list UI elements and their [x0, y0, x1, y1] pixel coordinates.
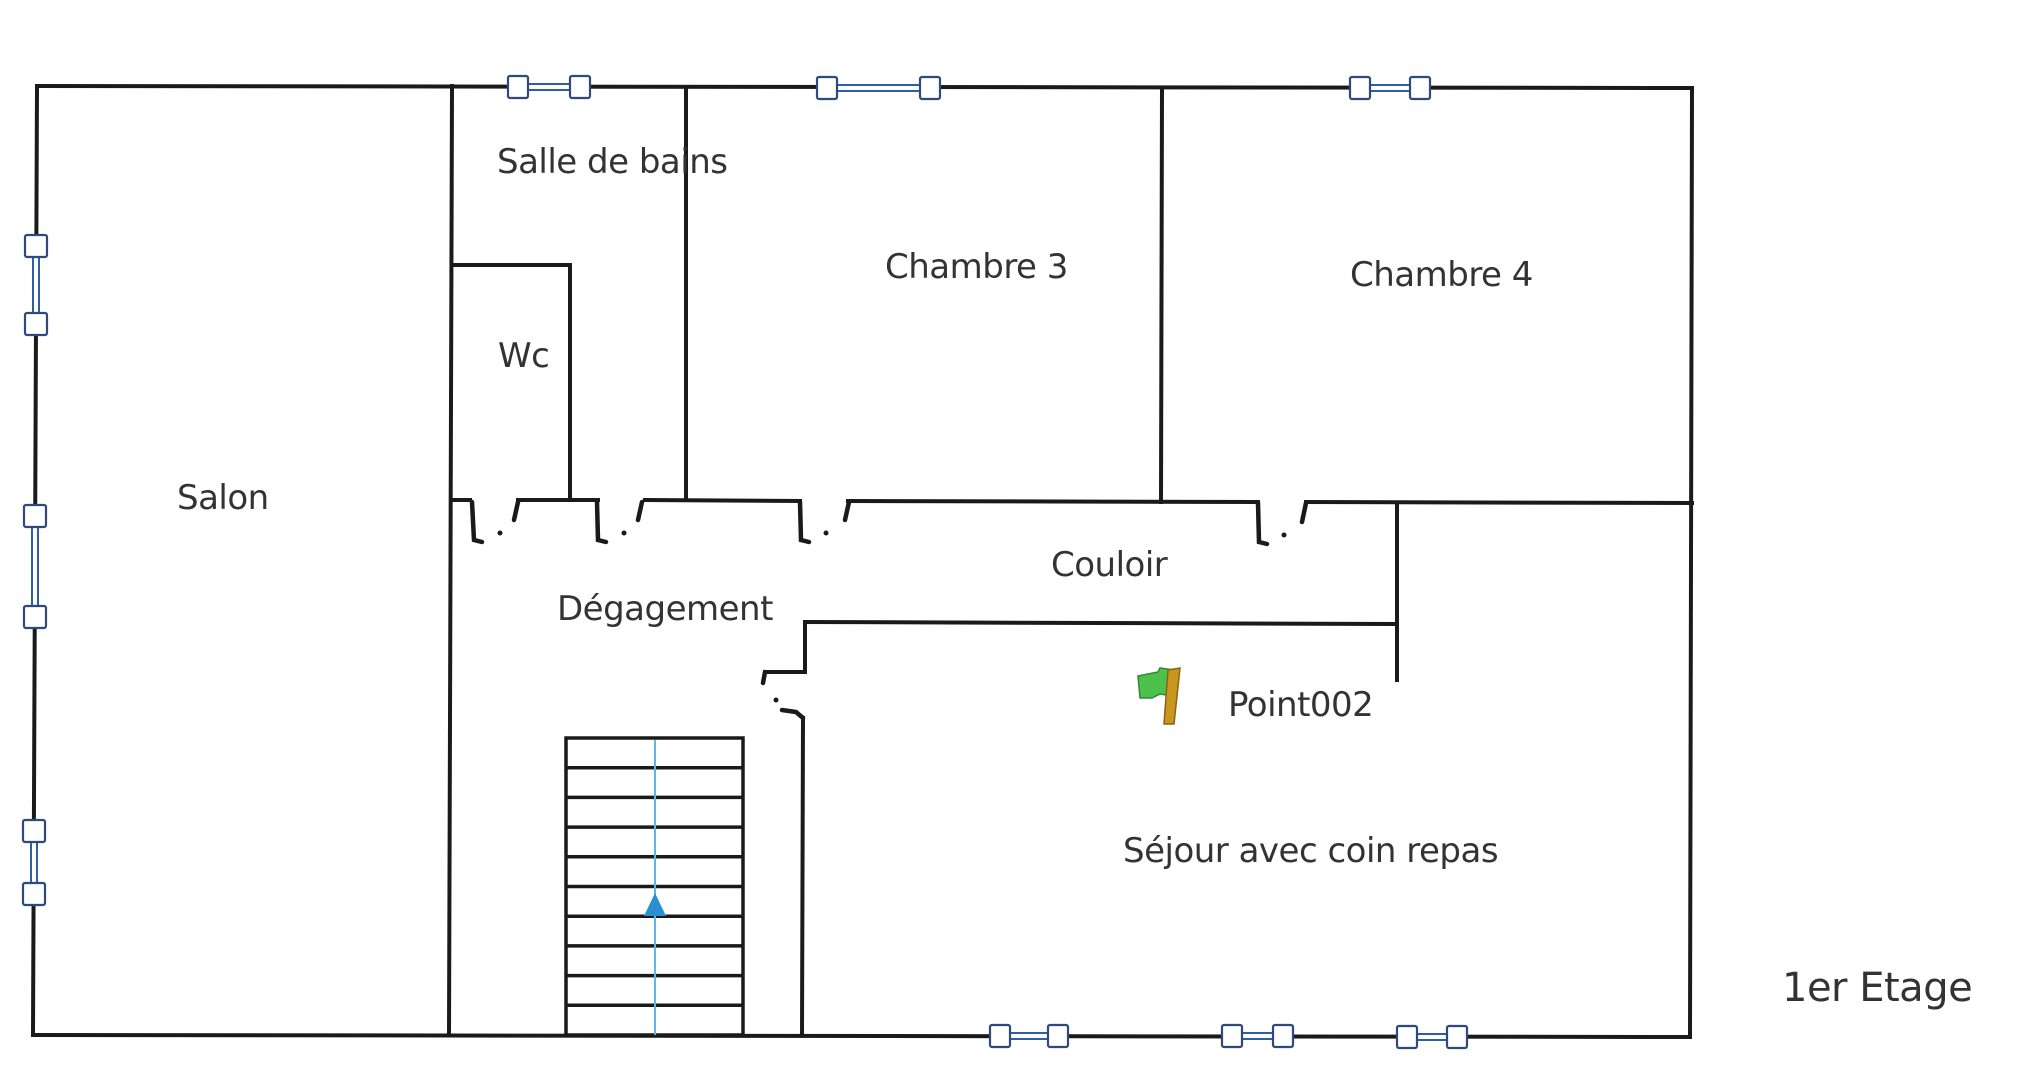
outer-walls — [30, 83, 1695, 1040]
wall-sejour-left-lower — [799, 715, 806, 1038]
window-frame — [506, 74, 530, 100]
wall-right — [1687, 85, 1695, 1040]
window-frame — [23, 311, 49, 337]
window-frame — [21, 818, 47, 844]
window[interactable] — [1348, 75, 1432, 101]
door-chambre3[interactable] — [797, 499, 852, 545]
window[interactable] — [1395, 1024, 1469, 1050]
room-label-salon: Salon — [177, 478, 269, 518]
room-label-chambre4: Chambre 4 — [1350, 255, 1533, 295]
door-sejour[interactable] — [760, 669, 806, 721]
door-salon[interactable] — [469, 499, 521, 545]
window-frame — [22, 503, 48, 529]
window[interactable] — [21, 818, 47, 907]
interior-walls — [446, 83, 1695, 1038]
window-frame — [22, 604, 48, 630]
wall-corridor-top — [845, 498, 1261, 505]
room-label-wc: Wc — [498, 336, 550, 376]
room-label-sejour: Séjour avec coin repas — [1123, 831, 1499, 871]
door-chambre4[interactable] — [1255, 500, 1309, 547]
window-frame — [1408, 75, 1432, 101]
room-label-chambre3: Chambre 3 — [885, 247, 1068, 287]
room-label-degagement: Dégagement — [557, 589, 773, 629]
room-label-salle-de-bains: Salle de bains — [497, 142, 728, 182]
stairs[interactable] — [564, 736, 745, 1037]
window-frame — [1395, 1024, 1419, 1050]
window-frame — [918, 75, 942, 101]
window[interactable] — [815, 75, 942, 101]
marker-label[interactable]: Point002 — [1228, 685, 1374, 725]
wall-couloir-bottom — [802, 619, 1400, 627]
window-frame — [1046, 1023, 1070, 1049]
arrow-up-icon — [644, 893, 666, 916]
window[interactable] — [506, 74, 592, 100]
door-wc[interactable] — [594, 499, 645, 545]
wall-salon — [446, 83, 455, 1038]
window-frame — [23, 233, 49, 259]
window[interactable] — [22, 503, 48, 630]
window-frame — [1271, 1023, 1295, 1049]
window-frame — [815, 75, 839, 101]
wall-ch3-ch4 — [1158, 85, 1165, 505]
window[interactable] — [1220, 1023, 1295, 1049]
window-frame — [1220, 1023, 1244, 1049]
room-label-couloir: Couloir — [1051, 545, 1168, 585]
wall-sejour-left-upper — [763, 620, 807, 674]
window-frame — [568, 74, 592, 100]
window-frame — [21, 881, 47, 907]
wall-wc — [450, 263, 572, 502]
window[interactable] — [988, 1023, 1070, 1049]
wall-corridor-top — [642, 497, 803, 504]
window-frame — [1348, 75, 1372, 101]
window-frame — [988, 1023, 1012, 1049]
window[interactable] — [23, 233, 49, 337]
doors — [469, 499, 1309, 721]
windows — [21, 74, 1469, 1050]
floor-label: 1er Etage — [1782, 965, 1973, 1011]
wall-corridor-top — [1303, 499, 1695, 506]
window-frame — [1445, 1024, 1469, 1050]
flag-icon[interactable] — [1137, 667, 1181, 725]
